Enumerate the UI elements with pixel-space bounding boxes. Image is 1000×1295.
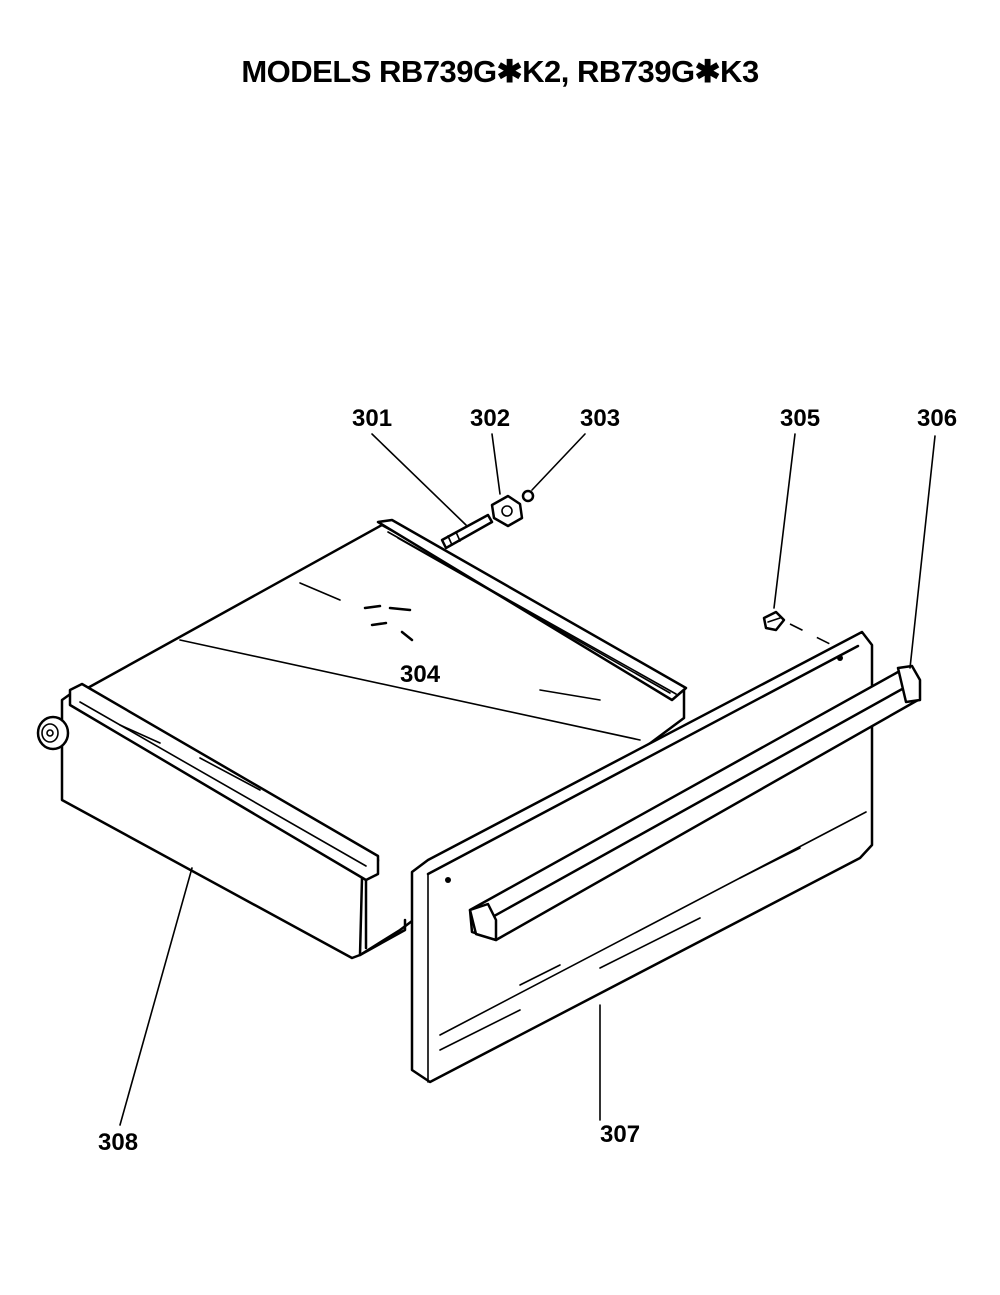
drawer-body [36, 518, 688, 960]
page-title: MODELS RB739G✱K2, RB739G✱K3 [241, 54, 759, 89]
part-302-bracket [490, 494, 524, 528]
part-301-stud [440, 513, 494, 550]
callout-304: 304 [400, 661, 441, 688]
drawer-front-lip [68, 682, 380, 882]
drawer-rear-rail [376, 518, 688, 702]
callout-302: 302 [470, 405, 510, 432]
callout-306: 306 [917, 405, 957, 432]
drawer-handle [468, 664, 922, 942]
callout-303: 303 [580, 405, 620, 432]
leader-lines [119, 433, 936, 1126]
callout-307: 307 [600, 1121, 640, 1148]
callout-301: 301 [352, 405, 392, 432]
part-303-nut [521, 489, 535, 503]
callout-308: 308 [98, 1129, 138, 1156]
part-305-screw [762, 610, 786, 632]
callout-305: 305 [780, 405, 820, 432]
assembly-path-305 [789, 623, 839, 649]
drawer-roller [36, 715, 70, 751]
